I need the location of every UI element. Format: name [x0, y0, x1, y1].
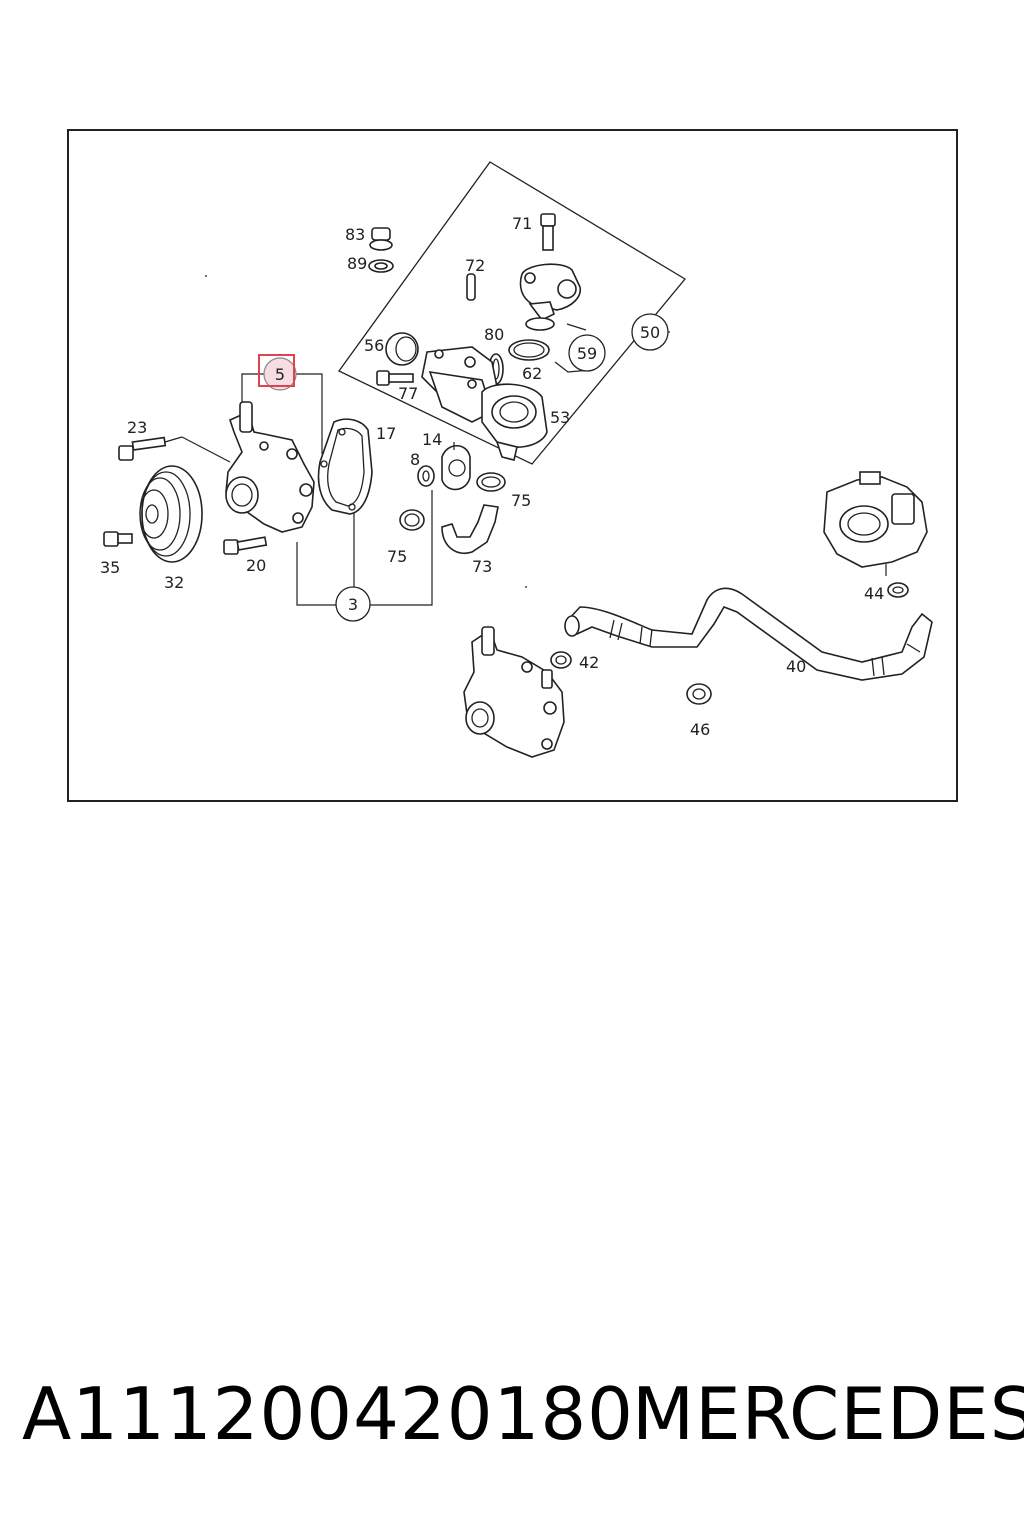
group-5-bracket-right: [295, 373, 323, 454]
hose-40: [564, 587, 933, 681]
bolt-23: [118, 436, 167, 461]
hose-73: [441, 504, 499, 554]
throttle-body: [823, 471, 928, 576]
svg-text:50: 50: [640, 323, 660, 342]
callout-17[interactable]: 17: [376, 424, 396, 443]
part-14: [441, 442, 471, 491]
callout-83[interactable]: 83: [345, 225, 365, 244]
pin-72: [466, 273, 476, 301]
svg-text:3: 3: [348, 595, 358, 614]
callout-53[interactable]: 53: [550, 408, 570, 427]
bolt-77: [376, 370, 414, 386]
part-number: A111200420180: [22, 1372, 634, 1456]
water-pump-assembled: [463, 626, 565, 758]
bolt-71: [540, 213, 556, 251]
callout-group-3[interactable]: 3: [335, 586, 371, 622]
callout-40[interactable]: 40: [786, 657, 806, 676]
callout-20[interactable]: 20: [246, 556, 266, 575]
callout-75-lower[interactable]: 75: [387, 547, 407, 566]
callout-73[interactable]: 73: [472, 557, 492, 576]
plug-83: [369, 227, 393, 251]
callout-group-5[interactable]: 5: [258, 354, 297, 391]
footer: A111200420180 MERCEDES: [0, 1372, 1024, 1482]
clamp-42: [550, 651, 572, 669]
svg-text:59: 59: [577, 344, 597, 363]
callout-71[interactable]: 71: [512, 214, 532, 233]
callout-62[interactable]: 62: [522, 364, 542, 383]
pulley-32: [139, 465, 203, 563]
seal-8: [417, 465, 435, 487]
group-3-bracket-right: [370, 490, 433, 606]
callout-23[interactable]: 23: [127, 418, 147, 437]
callout-75-upper[interactable]: 75: [511, 491, 531, 510]
callout-8[interactable]: 8: [410, 450, 420, 469]
group-50-outline: [338, 161, 686, 465]
group-3-bracket: [296, 542, 336, 606]
clamp-44: [887, 582, 909, 598]
brand-name: MERCEDES: [632, 1372, 1024, 1456]
callout-44[interactable]: 44: [864, 584, 884, 603]
gasket-17: [317, 418, 373, 515]
callout-46[interactable]: 46: [690, 720, 710, 739]
washer-89: [368, 259, 394, 273]
callout-42[interactable]: 42: [579, 653, 599, 672]
water-pump-5: [225, 401, 315, 533]
diagram-frame: 5 3 59 50 83 89 71 72 80 56 77 62 53 17 …: [67, 129, 958, 802]
thermostat-cover: [519, 263, 582, 331]
cap-56: [385, 332, 419, 366]
callout-80[interactable]: 80: [484, 325, 504, 344]
callout-72[interactable]: 72: [465, 256, 485, 275]
clamp-75-lower: [399, 509, 425, 531]
callout-group-50[interactable]: 50: [631, 313, 669, 351]
bolt-20: [223, 536, 268, 555]
clamp-46: [686, 683, 712, 705]
parts-diagram: 5 3 59 50 83 89 71 72 80 56 77 62 53 17 …: [100, 161, 933, 758]
bolt-35: [103, 531, 133, 547]
clamp-75-upper: [476, 472, 506, 492]
callout-35[interactable]: 35: [100, 558, 120, 577]
callout-group-59[interactable]: 59: [568, 334, 606, 372]
callout-77[interactable]: 77: [398, 384, 418, 403]
thermostat-housing-53: [421, 346, 548, 461]
callout-32[interactable]: 32: [164, 573, 184, 592]
svg-text:5: 5: [275, 365, 285, 384]
callout-89[interactable]: 89: [347, 254, 367, 273]
callout-56[interactable]: 56: [364, 336, 384, 355]
callout-14[interactable]: 14: [422, 430, 442, 449]
